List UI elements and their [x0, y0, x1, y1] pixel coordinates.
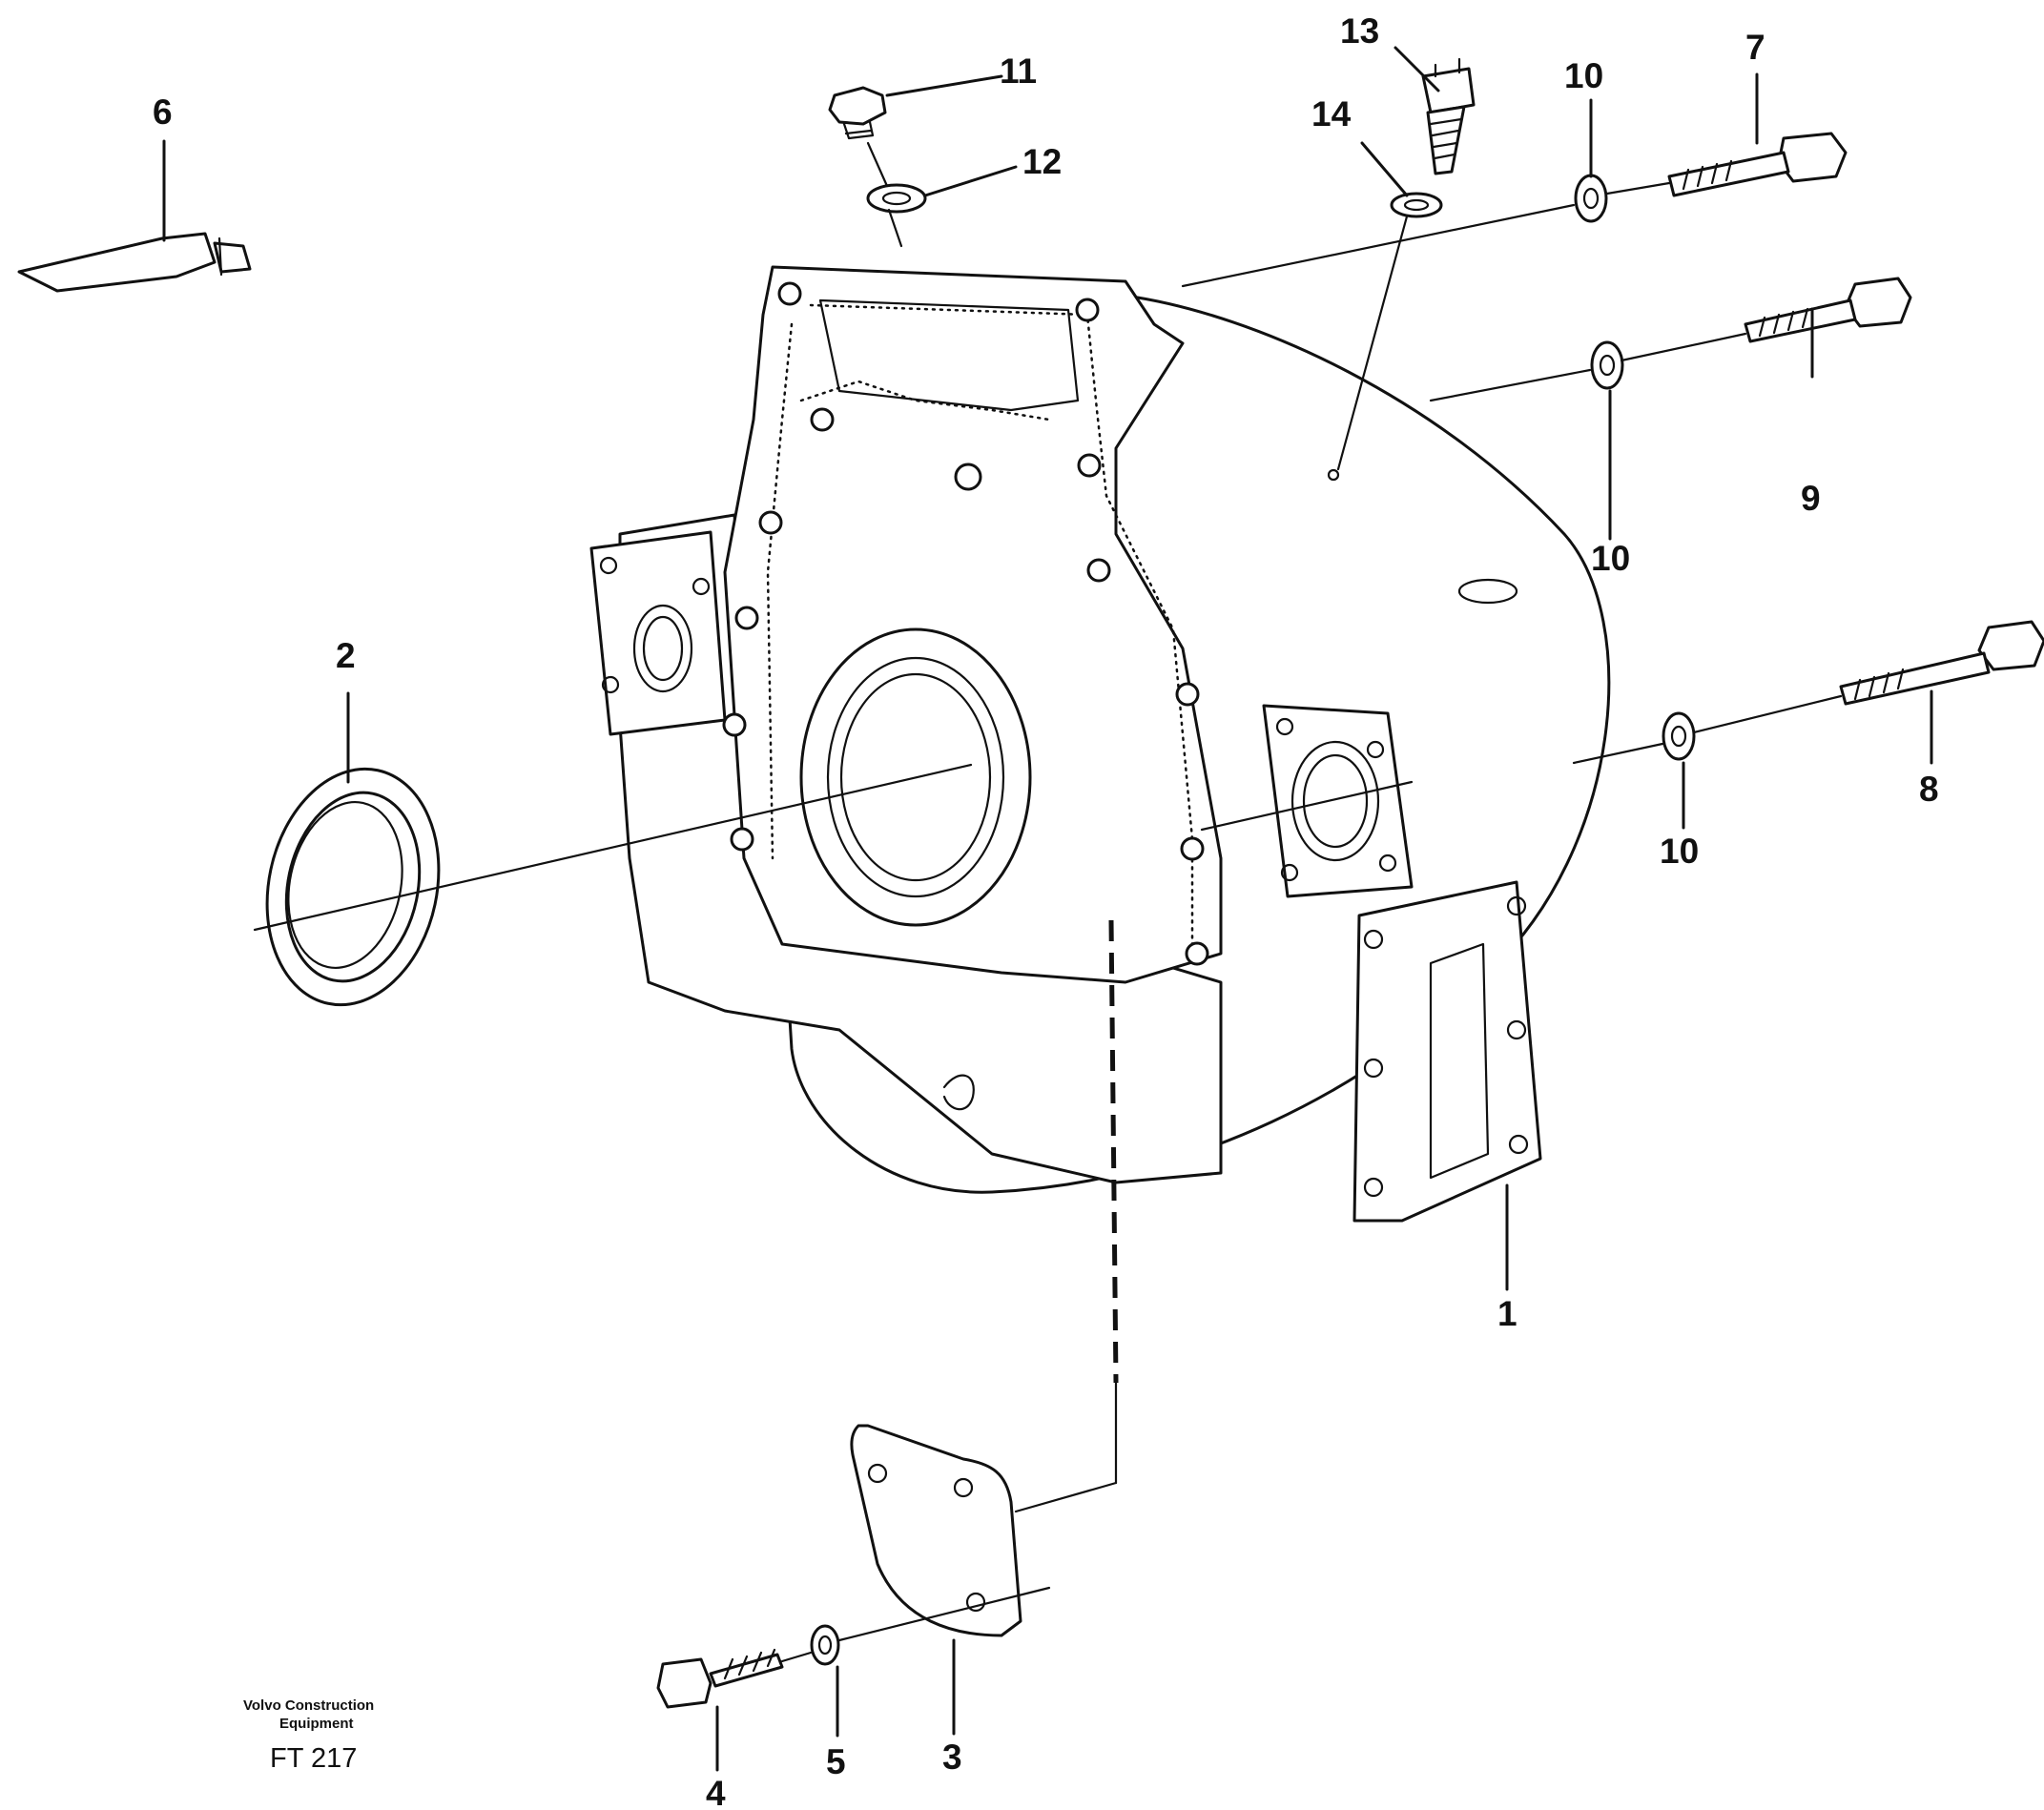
credit-company: Volvo Construction [243, 1697, 374, 1714]
callout-3: 3 [942, 1738, 962, 1777]
washer-5 [810, 1624, 840, 1666]
cover-plate [850, 1424, 1022, 1637]
callout-10b: 10 [1591, 539, 1630, 578]
seal-ring [265, 767, 441, 1007]
washer-10c [1662, 711, 1696, 761]
callout-11: 11 [1000, 51, 1037, 91]
washer-10b [1590, 340, 1624, 390]
callout-2: 2 [336, 636, 356, 675]
washer-10a [1574, 174, 1608, 223]
leader-lines [162, 46, 1933, 1772]
assembly-lines [253, 141, 1843, 1663]
callout-10c: 10 [1660, 832, 1699, 871]
sensor-13 [1421, 57, 1476, 175]
callout-12: 12 [1022, 142, 1062, 181]
credit-company-line2: Equipment [279, 1716, 354, 1732]
washer-12 [866, 183, 927, 214]
callout-5: 5 [826, 1742, 846, 1781]
figure-code: FT 217 [270, 1743, 357, 1774]
callout-8: 8 [1919, 770, 1939, 809]
callout-10a: 10 [1564, 56, 1603, 95]
callout-4: 4 [706, 1774, 726, 1810]
callout-7: 7 [1745, 28, 1765, 67]
plug-11 [828, 86, 887, 140]
callout-14: 14 [1311, 94, 1352, 134]
flywheel-housing [589, 265, 1611, 1223]
callout-9: 9 [1801, 479, 1821, 518]
credit-block: Volvo Construction Equipment FT 217 [243, 1697, 374, 1774]
callout-1: 1 [1497, 1294, 1518, 1333]
washer-14 [1390, 192, 1443, 218]
callout-labels: 1 2 3 4 5 6 7 8 9 10 10 10 11 12 13 14 [153, 11, 1939, 1810]
sealant-tube [17, 232, 252, 293]
bolt-8 [1839, 620, 2044, 706]
bolt-9 [1744, 277, 1912, 343]
bolt-7 [1667, 132, 1848, 197]
bolt-4 [656, 1648, 784, 1709]
callout-13: 13 [1340, 11, 1379, 51]
callout-6: 6 [153, 93, 173, 132]
